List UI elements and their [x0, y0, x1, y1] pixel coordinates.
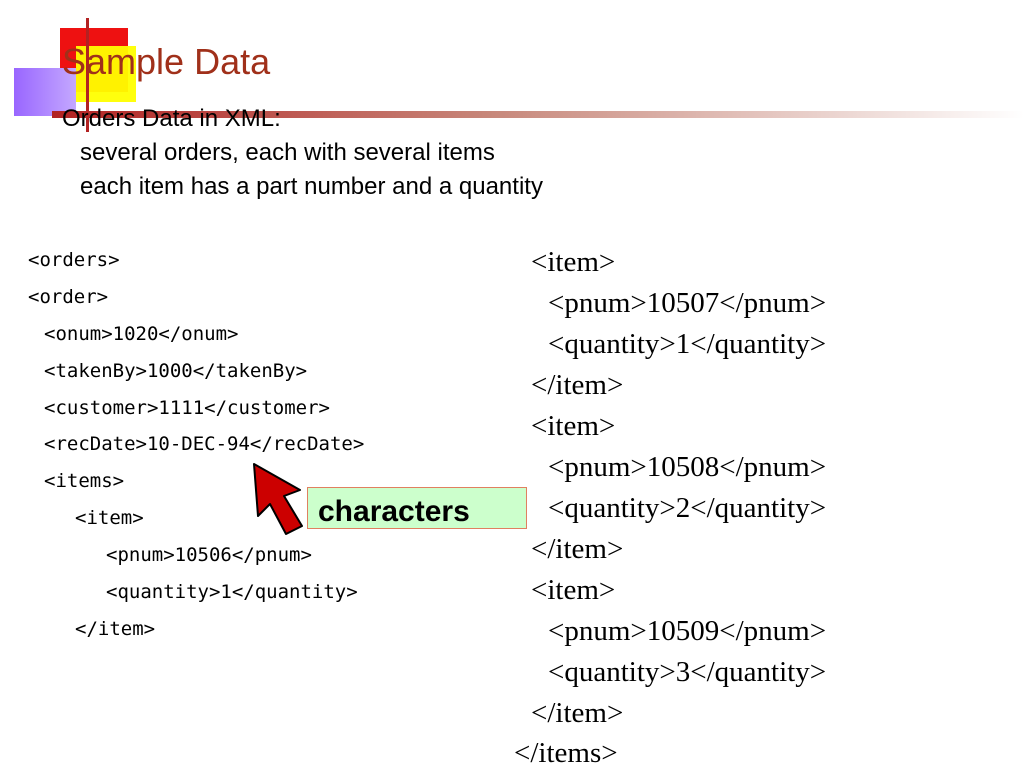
slide-subtitle: Orders Data in XML:: [62, 105, 281, 132]
code-line: <quantity>3</quantity>: [548, 656, 827, 688]
code-line: <item>: [531, 410, 616, 442]
code-line: <customer>1111</customer>: [44, 397, 330, 419]
code-line: </item>: [531, 533, 624, 565]
code-line: <quantity>2</quantity>: [548, 492, 827, 524]
code-line: <pnum>10506</pnum>: [106, 544, 312, 566]
code-line: </item>: [531, 697, 624, 729]
code-line: <quantity>1</quantity>: [548, 328, 827, 360]
code-line: <item>: [531, 246, 616, 278]
decor-purple-square: [14, 68, 76, 116]
red-up-arrow-icon: [253, 463, 303, 535]
code-line: </item>: [531, 369, 624, 401]
code-line: <order>: [28, 286, 109, 308]
code-line: <orders>: [28, 249, 120, 271]
code-line: <recDate>10-DEC-94</recDate>: [44, 433, 365, 455]
callout-box: [307, 487, 527, 529]
code-line: <quantity>1</quantity>: [106, 581, 358, 603]
code-line: </items>: [514, 737, 618, 769]
code-line: <items>: [44, 470, 125, 492]
code-line: <pnum>10507</pnum>: [548, 287, 827, 319]
decor-title-underline: [52, 111, 1024, 118]
decor-vertical-line: [86, 18, 89, 132]
slide-title: Sample Data: [62, 41, 271, 82]
code-line: </item>: [75, 618, 156, 640]
code-line: <item>: [75, 507, 144, 529]
code-line: <onum>1020</onum>: [44, 323, 239, 345]
code-line: <item>: [531, 574, 616, 606]
code-line: <pnum>10509</pnum>: [548, 615, 827, 647]
code-line: <takenBy>1000</takenBy>: [44, 360, 308, 382]
callout-label: characters: [318, 495, 470, 528]
bullet-item: several orders, each with several items: [80, 139, 495, 166]
bullet-item: each item has a part number and a quanti…: [80, 173, 543, 200]
code-line: <pnum>10508</pnum>: [548, 451, 827, 483]
